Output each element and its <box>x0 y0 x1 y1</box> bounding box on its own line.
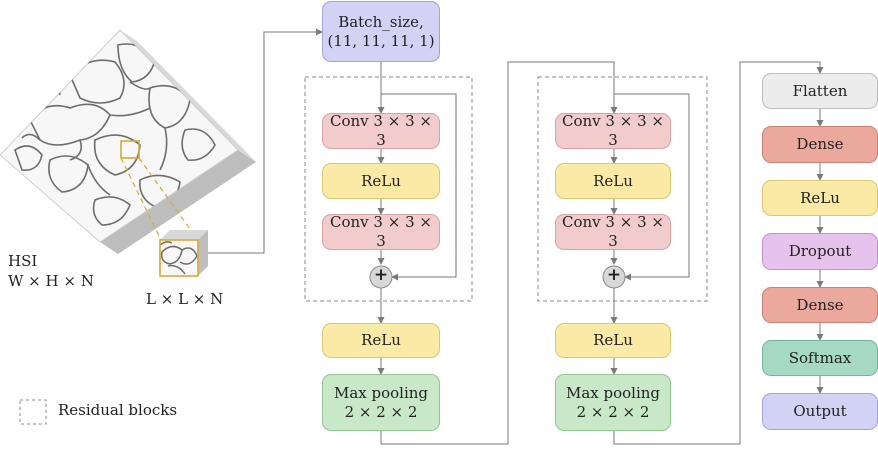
block2-maxpool-line2: 2 × 2 × 2 <box>576 402 650 421</box>
head-dense1: Dense <box>762 126 878 163</box>
head-flatten: Flatten <box>762 73 878 109</box>
input-batch-line2: (11, 11, 11, 1) <box>327 31 435 50</box>
block1-conv1: Conv 3 × 3 × 3 <box>322 112 440 149</box>
head-output: Output <box>762 393 878 430</box>
input-batch-line1: Batch_size, <box>338 12 424 31</box>
head-dense2: Dense <box>762 287 878 323</box>
block2-relu: ReLu <box>555 163 671 199</box>
block2-maxpool-line1: Max pooling <box>565 383 661 402</box>
block1-maxpool-line1: Max pooling <box>333 383 429 402</box>
head-relu: ReLu <box>762 180 878 216</box>
block1-relu: ReLu <box>322 163 440 199</box>
block1-conv2: Conv 3 × 3 × 3 <box>322 213 440 250</box>
patch-cube <box>159 230 208 277</box>
hsi-label: HSI <box>8 252 38 270</box>
input-batch-box: Batch_size, (11, 11, 11, 1) <box>322 1 440 62</box>
block1-maxpool-line2: 2 × 2 × 2 <box>344 402 418 421</box>
block1-add-symbol: + <box>373 265 389 285</box>
block2-relu-out: ReLu <box>555 323 671 358</box>
add-node-1 <box>369 265 393 289</box>
legend-label: Residual blocks <box>58 401 178 419</box>
residual-block-frame-2 <box>537 76 708 302</box>
hsi-dims-label: W × H × N <box>8 272 94 290</box>
hsi-cube <box>0 29 256 254</box>
block1-relu-out: ReLu <box>322 323 440 358</box>
block2-add-symbol: + <box>606 265 622 285</box>
head-softmax: Softmax <box>762 340 878 376</box>
zoom-lines <box>120 157 199 241</box>
block2-conv2: Conv 3 × 3 × 3 <box>555 213 671 250</box>
add-node-2 <box>602 265 626 289</box>
legend-dashed-box <box>19 399 47 425</box>
block1-maxpool: Max pooling 2 × 2 × 2 <box>322 374 440 431</box>
block2-maxpool: Max pooling 2 × 2 × 2 <box>555 374 671 431</box>
block2-conv1: Conv 3 × 3 × 3 <box>555 112 671 149</box>
head-dropout: Dropout <box>762 233 878 270</box>
connectors <box>208 28 824 445</box>
patch-dims-label: L × L × N <box>146 290 224 308</box>
